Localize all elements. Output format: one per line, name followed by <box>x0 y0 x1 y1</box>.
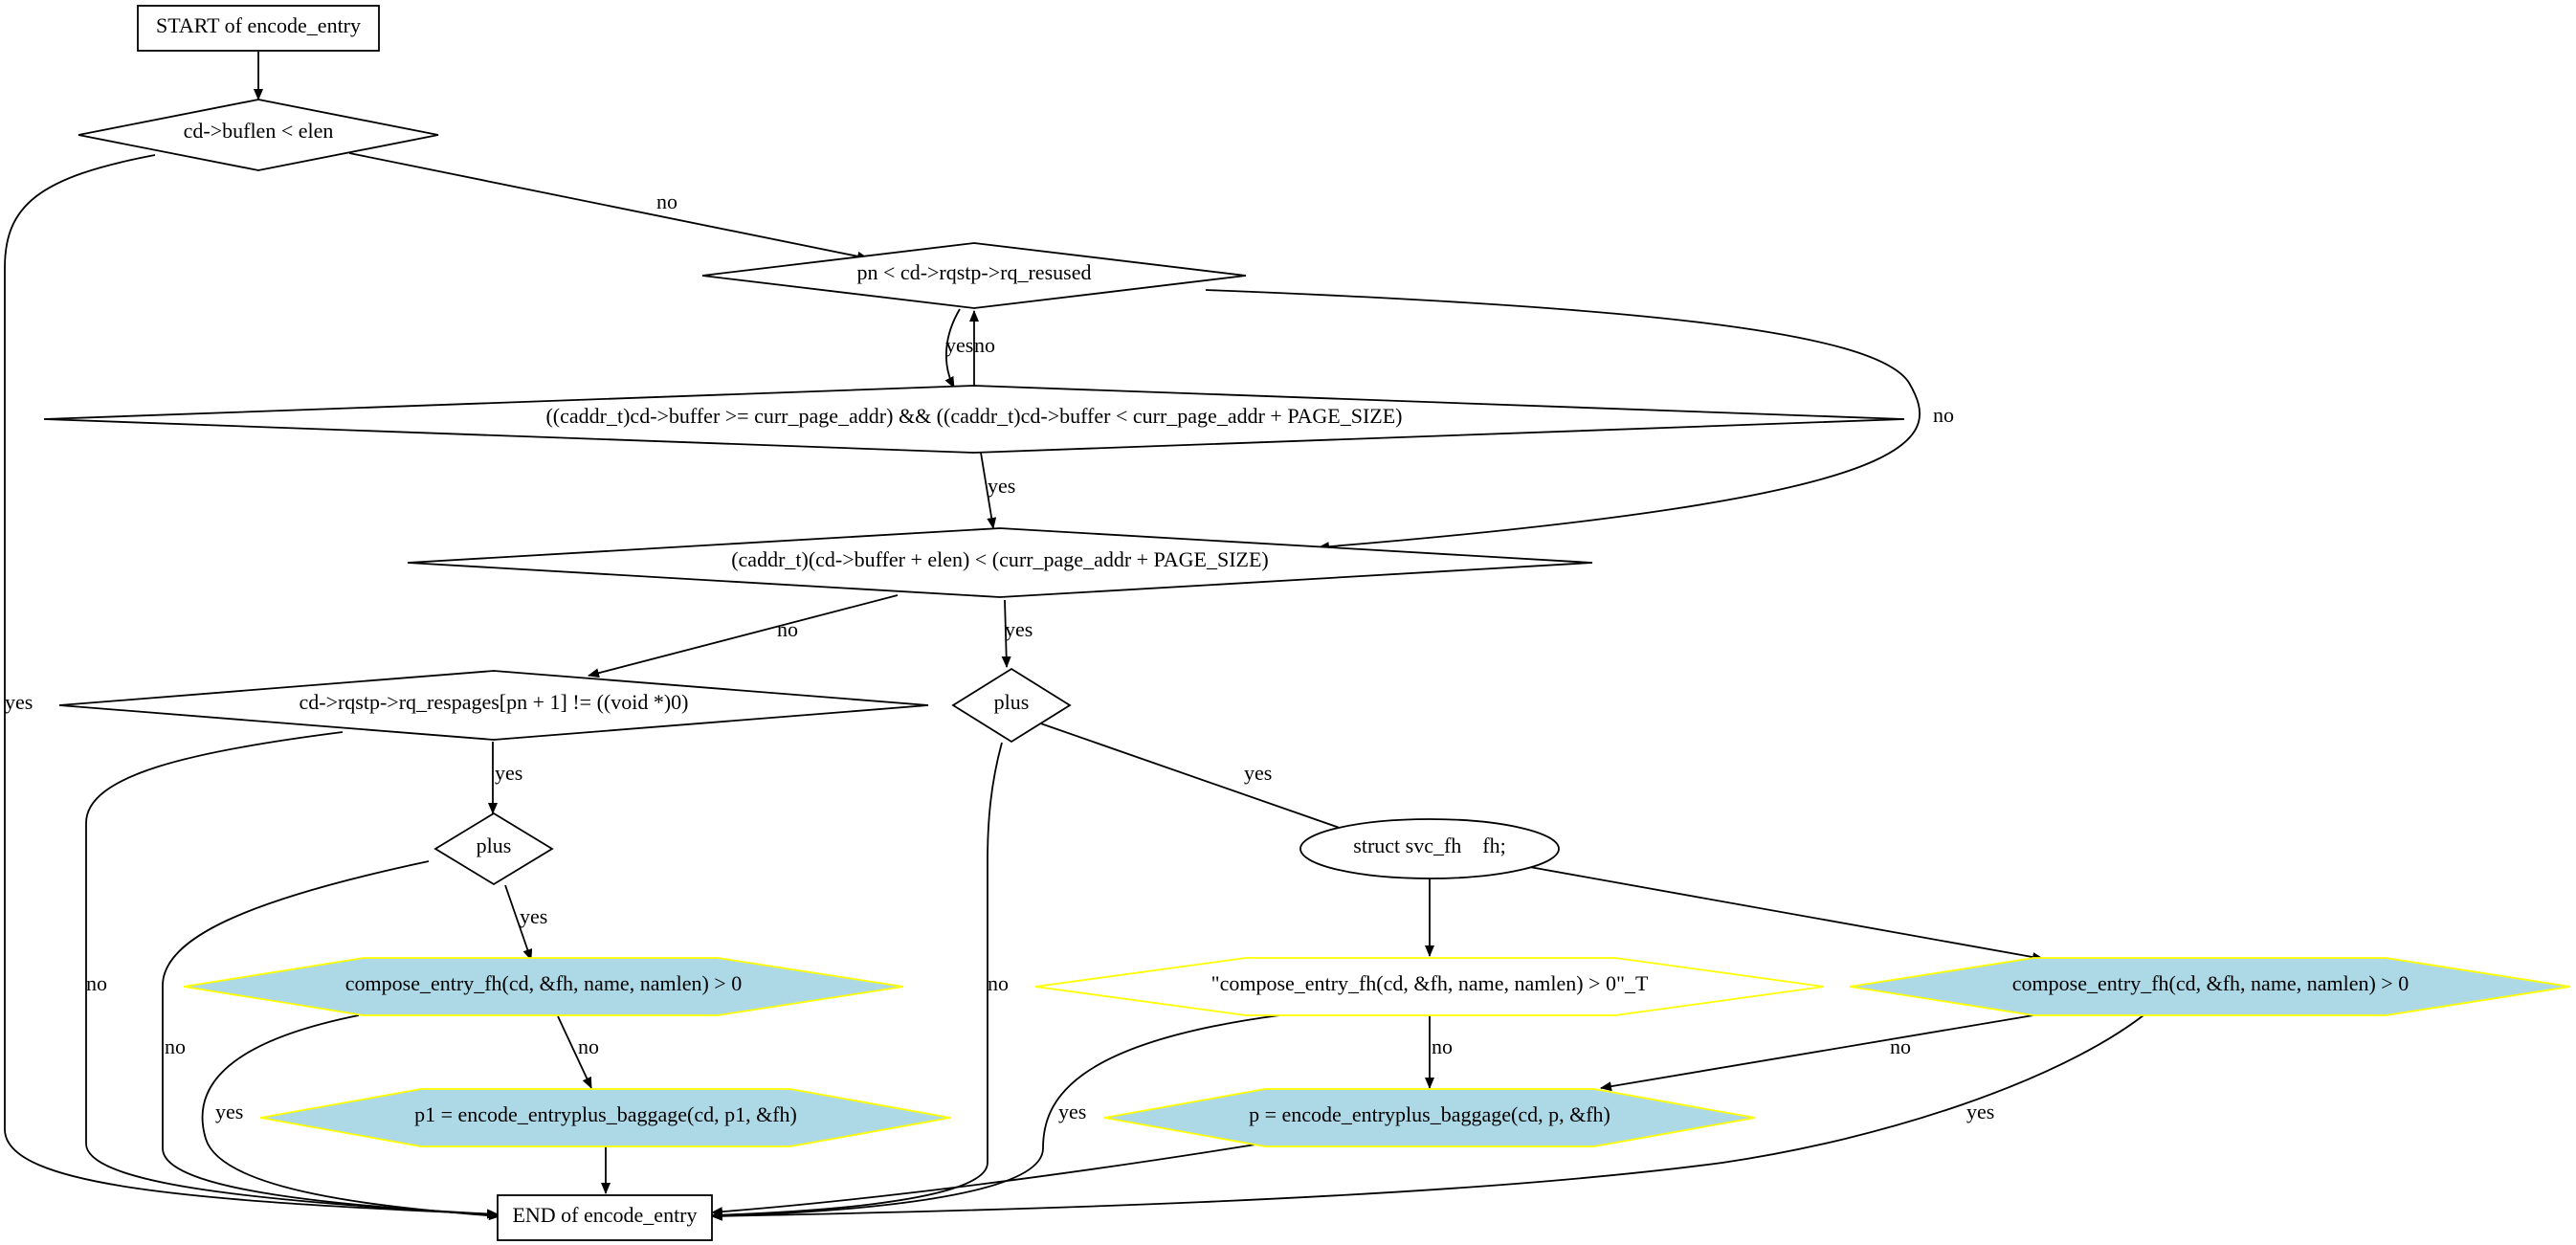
node-decision-caddr-elen: (caddr_t)(cd->buffer + elen) < (curr_pag… <box>407 527 1593 598</box>
node-start-label: START of encode_entry <box>156 13 361 37</box>
label-plus-right-yes: yes <box>1244 761 1272 785</box>
node-decision-plus-right: plus <box>951 667 1072 744</box>
label-respages-no: no <box>86 971 107 995</box>
node-encode-p: p = encode_entryplus_baggage(cd, p, &fh) <box>1103 1088 1756 1147</box>
label-pn-yes: yes <box>945 333 973 357</box>
edge-elen-yes <box>1001 599 1011 668</box>
edges <box>4 52 2144 1221</box>
label-compose-right-yes: yes <box>1966 1100 1994 1123</box>
node-compose-right-label: compose_entry_fh(cd, &fh, name, namlen) … <box>2012 971 2409 995</box>
node-decision-caddr-range-label: ((caddr_t)cd->buffer >= curr_page_addr) … <box>545 404 1402 428</box>
edge-buflen-yes <box>4 154 499 1219</box>
edge-compose-t-yes <box>711 1014 1280 1221</box>
edge-plus-right-no <box>711 742 1003 1220</box>
label-plus-right-no: no <box>988 971 1009 995</box>
edge-compose-right-yes <box>711 1014 2144 1221</box>
node-decision-caddr-range: ((caddr_t)cd->buffer >= curr_page_addr) … <box>43 385 1905 454</box>
edge-plus-right-yes <box>1029 719 1357 835</box>
edge-compose-right-no <box>1600 1014 2034 1092</box>
edge-buflen-no <box>348 152 869 261</box>
edge-labels: no yes yes no no yes no yes yes no yes n… <box>5 189 1994 1123</box>
node-decision-plus-left-label: plus <box>477 834 512 857</box>
node-struct-fh-label: struct svc_fh fh; <box>1353 834 1505 857</box>
label-compose-right-no: no <box>1890 1034 1911 1058</box>
node-struct-fh: struct svc_fh fh; <box>1299 818 1560 879</box>
node-compose-t-label: "compose_entry_fh(cd, &fh, name, namlen)… <box>1211 971 1649 995</box>
edge-plus-left-yes <box>504 884 533 961</box>
edge-compose-left-no <box>557 1015 592 1089</box>
node-decision-plus-right-label: plus <box>994 690 1030 714</box>
node-compose-t: "compose_entry_fh(cd, &fh, name, namlen)… <box>1034 957 1825 1016</box>
label-buflen-no: no <box>656 189 677 213</box>
node-decision-pn: pn < cd->rqstp->rq_resused <box>701 242 1247 309</box>
label-compose-t-no: no <box>1432 1034 1453 1058</box>
edge-range-yes <box>980 452 997 529</box>
node-compose-left: compose_entry_fh(cd, &fh, name, namlen) … <box>183 957 904 1016</box>
node-decision-buflen-label: cd->buflen < elen <box>184 119 334 143</box>
node-decision-respages: cd->rqstp->rq_respages[pn + 1] != ((void… <box>58 670 929 741</box>
node-decision-buflen: cd->buflen < elen <box>78 99 439 171</box>
label-buflen-yes: yes <box>5 690 33 714</box>
node-encode-p1-label: p1 = encode_entryplus_baggage(cd, p1, &f… <box>414 1102 797 1126</box>
label-compose-left-no: no <box>578 1034 599 1058</box>
label-elen-yes: yes <box>1005 617 1033 641</box>
node-end: END of encode_entry <box>497 1194 713 1241</box>
label-plus-left-yes: yes <box>520 904 547 928</box>
edge-elen-no <box>588 594 899 678</box>
edge-compose-left-yes <box>201 1014 500 1221</box>
node-compose-left-label: compose_entry_fh(cd, &fh, name, namlen) … <box>345 971 742 995</box>
label-compose-t-yes: yes <box>1058 1100 1086 1123</box>
label-compose-left-yes: yes <box>215 1100 243 1123</box>
edge-encode-p-to-end <box>711 1144 1256 1217</box>
node-decision-plus-left: plus <box>433 811 554 886</box>
edge-respages-no <box>85 731 499 1219</box>
edge-pn-yes <box>944 308 961 389</box>
node-encode-p1: p1 = encode_entryplus_baggage(cd, p1, &f… <box>259 1088 951 1147</box>
node-decision-respages-label: cd->rqstp->rq_respages[pn + 1] != ((void… <box>299 690 688 714</box>
label-range-no: no <box>974 333 995 357</box>
edge-plus-left-no <box>162 860 500 1220</box>
label-elen-no: no <box>777 617 798 641</box>
label-range-yes: yes <box>988 474 1015 498</box>
edge-pn-no <box>1205 289 1921 552</box>
node-encode-p-label: p = encode_entryplus_baggage(cd, p, &fh) <box>1249 1102 1610 1126</box>
node-start: START of encode_entry <box>137 5 380 52</box>
label-pn-no: no <box>1933 403 1954 427</box>
node-compose-right: compose_entry_fh(cd, &fh, name, namlen) … <box>1849 957 2571 1016</box>
edge-struct-to-compose-right <box>1523 865 2044 962</box>
label-plus-left-no: no <box>165 1034 186 1058</box>
node-end-label: END of encode_entry <box>512 1203 697 1227</box>
node-decision-pn-label: pn < cd->rqstp->rq_resused <box>857 260 1092 284</box>
node-decision-caddr-elen-label: (caddr_t)(cd->buffer + elen) < (curr_pag… <box>731 547 1269 571</box>
label-respages-yes: yes <box>495 761 522 785</box>
